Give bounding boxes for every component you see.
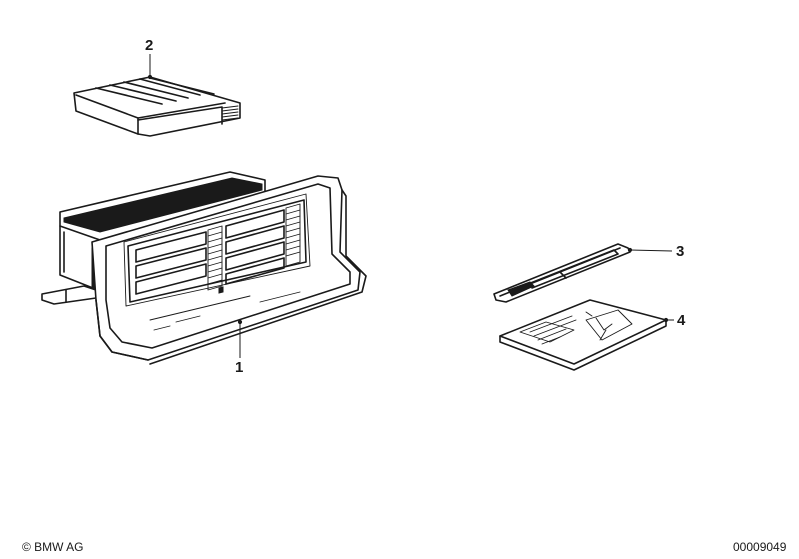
part-1-housing xyxy=(41,171,367,365)
callout-1: 1 xyxy=(235,359,244,376)
part-4-instruction-card xyxy=(499,299,667,371)
leader-2-dot xyxy=(147,74,153,80)
grille-left xyxy=(135,225,223,295)
leader-1-dot xyxy=(237,319,243,325)
diagram-number: 00009049 xyxy=(733,540,787,554)
callout-3: 3 xyxy=(676,243,685,260)
leader-3-dot xyxy=(627,247,633,253)
leader-3 xyxy=(629,249,673,252)
part-3-pen-holder xyxy=(493,243,631,303)
callout-2: 2 xyxy=(145,37,154,54)
part-2-cassette-cover xyxy=(73,76,241,137)
grille-right xyxy=(225,203,301,285)
copyright-notice: © BMW AG xyxy=(22,540,84,554)
callout-4: 4 xyxy=(677,312,686,329)
leader-4-dot xyxy=(663,317,669,323)
